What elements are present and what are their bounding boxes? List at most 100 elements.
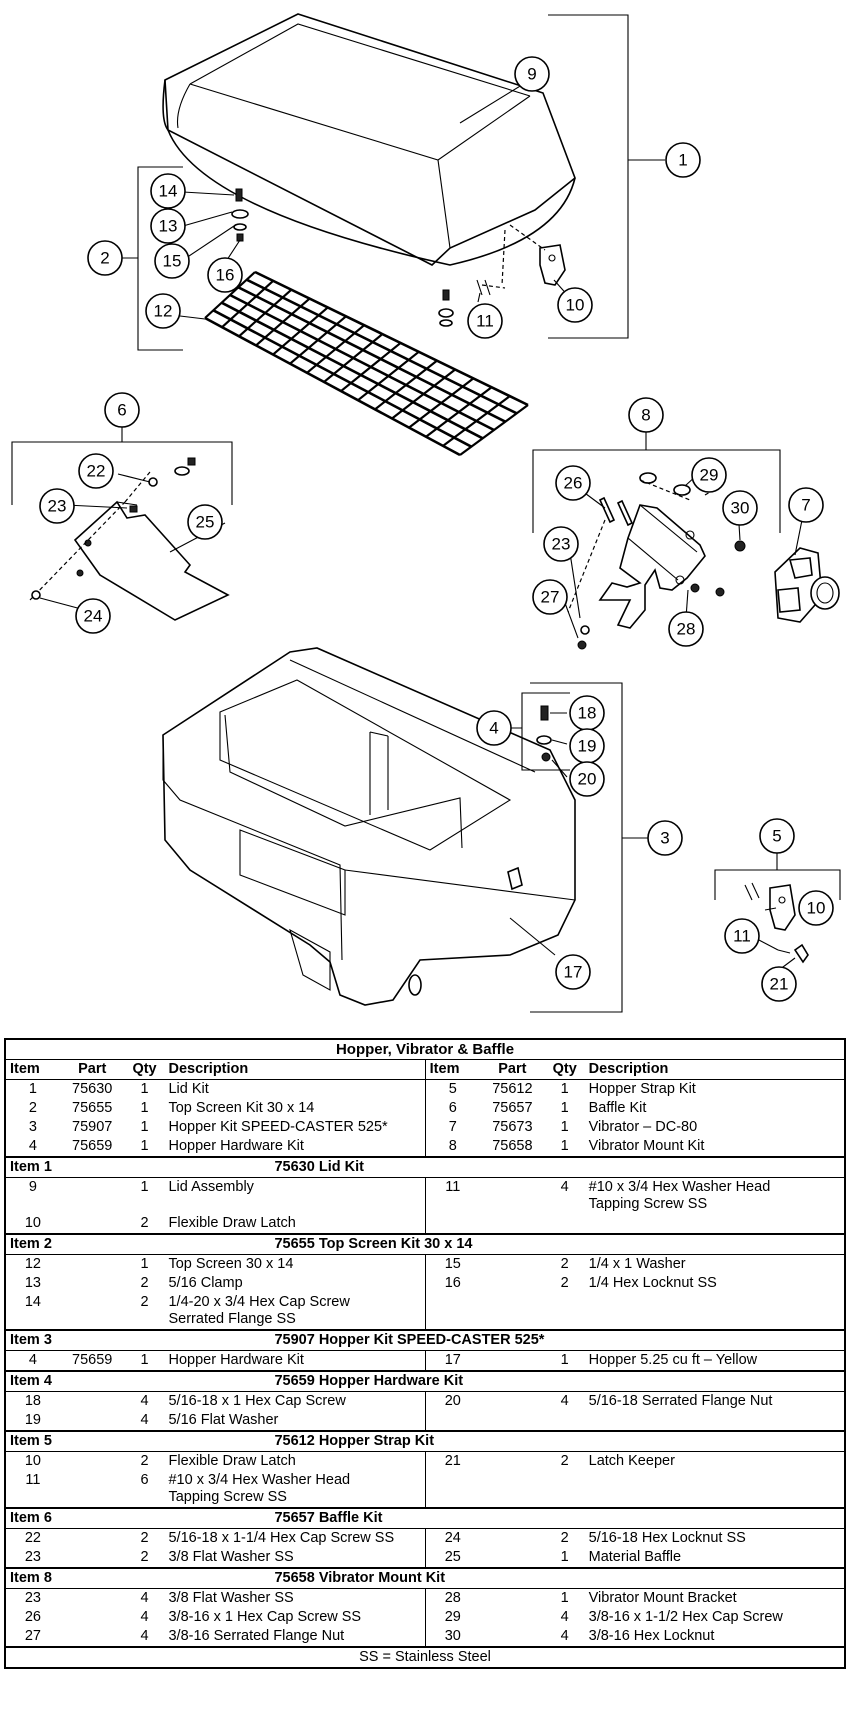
table-cell (585, 1293, 845, 1330)
lid-hardware (231, 188, 491, 327)
table-cell: 1 (560, 1100, 569, 1116)
svg-text:5: 5 (772, 827, 781, 846)
table-cell: 12 (24, 1256, 41, 1272)
table-cell: 27 (24, 1628, 41, 1644)
screen-wire (340, 342, 402, 392)
section-item-label: Item 4 (5, 1370, 165, 1392)
callout-21: 21 (761, 966, 797, 1002)
callout-11b: 11 (724, 918, 760, 954)
table-cell (60, 1471, 125, 1508)
column-header: Qty (544, 1059, 585, 1080)
screen-wire (323, 333, 384, 383)
table-cell: 5/16-18 Serrated Flange Nut (588, 1393, 773, 1409)
table-cell (480, 1274, 545, 1293)
section-item-label: Item 3 (5, 1329, 165, 1351)
table-cell (60, 1255, 125, 1275)
table-cell: 13 (24, 1275, 41, 1291)
table-cell: 1 (560, 1081, 569, 1097)
table-cell: 7 (448, 1119, 457, 1135)
svg-text:9: 9 (527, 65, 536, 84)
exploded-parts-diagram: 1 2 9 14 13 15 16 12 11 10 6 22 23 25 24… (11, 13, 841, 1013)
bracket-item-6 (11, 425, 233, 505)
table-cell: 19 (24, 1412, 41, 1428)
table-cell: 9 (28, 1179, 37, 1195)
callout-26: 26 (555, 465, 591, 501)
callout-11: 11 (467, 303, 503, 339)
table-cell: 1 (560, 1352, 569, 1368)
table-cell: 3/8 Flat Washer SS (164, 1548, 426, 1568)
svg-text:11: 11 (476, 312, 494, 331)
callout-5: 5 (759, 818, 795, 854)
table-cell: 1 (140, 1100, 149, 1116)
svg-text:23: 23 (552, 535, 571, 554)
table-cell: 1 (28, 1081, 37, 1097)
table-cell (60, 1627, 125, 1647)
callout-19: 19 (569, 728, 605, 764)
svg-text:30: 30 (731, 499, 750, 518)
table-cell: 2 (28, 1100, 37, 1116)
table-cell: Lid Assembly (164, 1177, 426, 1214)
table-cell: 75907 (72, 1119, 113, 1135)
table-cell: 4 (28, 1138, 37, 1154)
column-header: Part (59, 1059, 125, 1080)
svg-text:11: 11 (733, 927, 751, 946)
svg-text:4: 4 (489, 719, 498, 738)
screen-wire (246, 278, 518, 415)
svg-text:2: 2 (100, 249, 109, 268)
callout-13: 13 (150, 208, 186, 244)
table-cell: Hopper Kit SPEED-CASTER 525* (164, 1118, 426, 1137)
table-title: Hopper, Vibrator & Baffle (5, 1039, 845, 1060)
screen-wire (229, 293, 495, 432)
table-cell (480, 1178, 545, 1215)
vibrator-mount-bracket (598, 504, 706, 629)
table-cell: Lid Kit (164, 1079, 426, 1099)
svg-text:18: 18 (578, 704, 597, 723)
table-cell: 1 (140, 1179, 149, 1195)
table-cell: 75655 (72, 1100, 113, 1116)
table-cell (60, 1608, 125, 1627)
table-cell (480, 1471, 545, 1508)
svg-text:12: 12 (154, 302, 173, 321)
table-cell: 6 (448, 1100, 457, 1116)
table-title-row: Hopper, Vibrator & Baffle (5, 1039, 845, 1060)
table-cell: 4 (140, 1609, 149, 1625)
section-item-label: Item 1 (5, 1156, 165, 1178)
svg-text:29: 29 (700, 466, 719, 485)
table-cell: 4 (560, 1609, 569, 1625)
screen-wire (221, 301, 484, 440)
table-cell (545, 1411, 585, 1431)
table-cell: 3 (28, 1119, 37, 1135)
table-cell (585, 1214, 845, 1234)
table-footer-row: SS = Stainless Steel (5, 1646, 845, 1668)
table-cell: 1 (140, 1119, 149, 1135)
table-cell: 5/16-18 Hex Locknut SS (588, 1530, 746, 1546)
table-cell: 3/8-16 x 1 Hex Cap Screw SS (164, 1608, 426, 1627)
table-cell: 2 (140, 1530, 149, 1546)
svg-text:7: 7 (801, 496, 810, 515)
svg-text:25: 25 (196, 513, 215, 532)
table-cell: 2 (560, 1453, 569, 1469)
table-cell: 4 (28, 1352, 37, 1368)
table-cell (60, 1452, 125, 1472)
callout-15: 15 (154, 243, 190, 279)
screen-wire (255, 297, 311, 347)
table-cell: 1 (560, 1590, 569, 1606)
table-cell: 5/16 Flat Washer (164, 1411, 426, 1431)
table-cell (60, 1548, 125, 1568)
svg-text:15: 15 (163, 252, 182, 271)
table-cell (425, 1293, 480, 1330)
screen-wire (272, 306, 329, 356)
screen-wire (374, 359, 438, 411)
svg-text:26: 26 (564, 474, 583, 493)
svg-text:14: 14 (159, 182, 178, 201)
column-header: Description (164, 1059, 426, 1080)
vibrator-dc-80 (774, 547, 840, 623)
section-title: 75907 Hopper Kit SPEED-CASTER 525* (164, 1329, 845, 1351)
